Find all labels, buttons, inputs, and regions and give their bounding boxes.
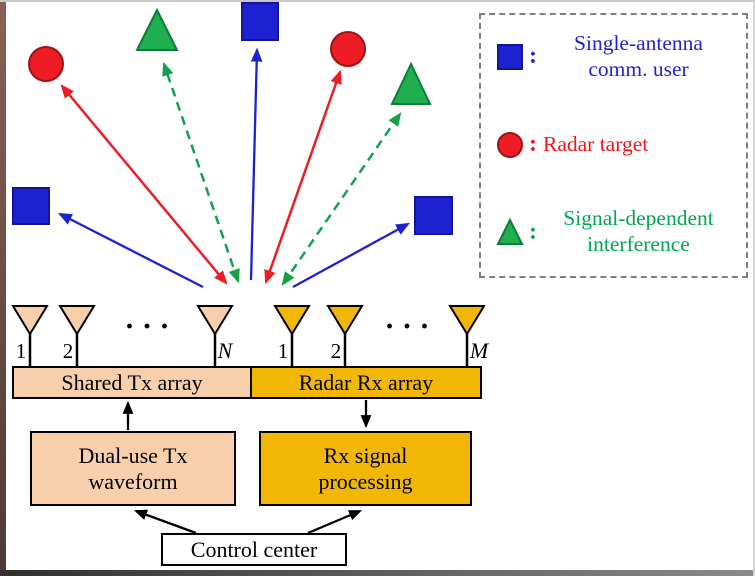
dual-use-label-line1: Dual-use Tx [78, 442, 188, 468]
interference-link-arrow-right [281, 112, 402, 286]
rx-index-m: M [469, 338, 490, 363]
rx-signal-processing-box: Rx signal processing [259, 431, 472, 506]
radar-target-circle-left [28, 46, 64, 82]
interference-triangle-right [390, 61, 432, 105]
control-to-tx-waveform-arrow [133, 509, 197, 535]
legend-label-interference: Signal-dependent interference [563, 206, 714, 257]
tx-index-n: N [217, 338, 234, 363]
shared-tx-array-box: Shared Tx array [12, 366, 252, 399]
screen-edge-right [753, 0, 755, 576]
interference-link-arrow-left [162, 61, 240, 284]
legend-label-radar-target: Radar target [543, 131, 649, 156]
screen-edge-top [0, 0, 755, 2]
comm-user-square-top [241, 2, 279, 41]
legend-colon: : [529, 131, 537, 157]
tx-index-1: 1 [16, 339, 27, 363]
legend-box: : Single-antenna comm. user : Radar targ… [479, 13, 748, 278]
rx-index-2: 2 [331, 339, 342, 363]
shared-tx-array-label: Shared Tx array [61, 369, 203, 395]
rx-antenna-dots: · · · [384, 310, 429, 343]
radar-link-arrow-left [60, 84, 228, 285]
legend-item-interference: : Signal-dependent interference [493, 206, 738, 258]
rx-antenna-m [448, 305, 486, 366]
rx-antenna-1 [273, 305, 311, 366]
legend-item-comm-user: : Single-antenna comm. user [493, 31, 738, 83]
comm-user-square-right [414, 196, 453, 235]
dual-use-label-line2: waveform [88, 468, 178, 494]
control-to-rx-processing-arrow [307, 509, 362, 535]
control-center-label: Control center [190, 536, 318, 562]
tx-index-2: 2 [63, 339, 74, 363]
screen-edge-left [0, 0, 6, 576]
radar-target-legend-icon [493, 131, 527, 159]
comm-user-square-left [12, 187, 50, 225]
legend-item-radar-target: : Radar target [493, 131, 738, 159]
rx-antenna-2 [326, 305, 364, 366]
control-center-box: Control center [161, 533, 347, 566]
radar-rx-array-label: Radar Rx array [298, 369, 434, 395]
radar-target-circle-right [330, 31, 366, 67]
radar-link-arrow-right [264, 69, 342, 285]
radar-rx-array-box: Radar Rx array [250, 366, 482, 399]
rx-processing-label-line2: processing [318, 468, 413, 494]
comm-user-legend-icon [493, 43, 527, 71]
legend-colon: : [529, 218, 537, 245]
rx-index-1: 1 [278, 339, 289, 363]
interference-legend-icon [493, 218, 527, 246]
legend-colon: : [529, 43, 537, 70]
comm-link-arrow-left [57, 212, 204, 289]
dual-use-tx-waveform-box: Dual-use Tx waveform [30, 431, 236, 506]
comm-link-arrow-right [292, 222, 411, 289]
tx-antenna-2 [58, 305, 96, 366]
tx-antenna-1 [11, 305, 49, 366]
interference-triangle-left [135, 7, 179, 51]
tx-antenna-dots: · · · [124, 310, 169, 343]
comm-link-arrow-top [249, 47, 263, 281]
legend-label-comm-user: Single-antenna comm. user [574, 31, 703, 81]
rx-processing-label-line1: Rx signal [323, 442, 408, 468]
screen-edge-bottom [0, 570, 755, 576]
tx-antenna-n [196, 305, 234, 366]
